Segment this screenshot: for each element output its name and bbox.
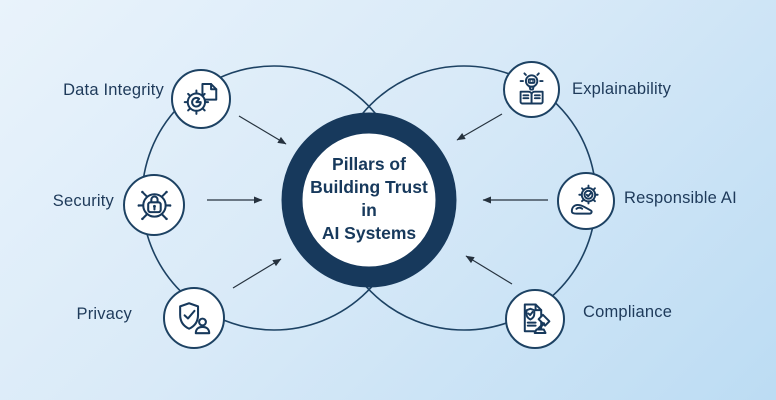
- pillar-node-explainability: [503, 61, 560, 118]
- gear-document-icon: [184, 83, 218, 116]
- center-title-line: Building Trust: [310, 177, 428, 197]
- center-title-line: Pillars of: [332, 154, 406, 174]
- pillar-node-compliance: [505, 289, 565, 349]
- center-title: Pillars of Building Trust in AI Systems: [279, 153, 459, 245]
- document-gavel-icon: [524, 303, 551, 335]
- pillar-node-privacy: [163, 287, 225, 349]
- pillar-node-security: [123, 174, 185, 236]
- lightbulb-book-icon: [519, 72, 544, 105]
- pillar-label-compliance: Compliance: [583, 303, 673, 321]
- pillar-node-responsible-ai: [557, 172, 615, 230]
- pillar-label-privacy: Privacy: [76, 305, 132, 323]
- shield-check-user-icon: [178, 301, 210, 334]
- center-title-line: AI Systems: [321, 223, 417, 243]
- lock-circuit-icon: [137, 190, 171, 220]
- arrow-explainability: [456, 113, 503, 141]
- pillar-label-explainability: Explainability: [572, 80, 672, 98]
- arrow-data-integrity: [238, 115, 287, 145]
- arrow-privacy: [232, 258, 282, 289]
- pillar-node-data-integrity: [171, 69, 231, 129]
- pillar-label-responsible-ai: Responsible AI: [624, 189, 737, 207]
- pillar-label-data-integrity: Data Integrity: [63, 81, 164, 99]
- center-ring: [281, 112, 457, 288]
- pillar-label-security: Security: [52, 192, 114, 210]
- arrow-compliance: [465, 255, 513, 285]
- hand-gear-check-icon: [570, 184, 599, 215]
- center-title-line: in: [361, 200, 377, 220]
